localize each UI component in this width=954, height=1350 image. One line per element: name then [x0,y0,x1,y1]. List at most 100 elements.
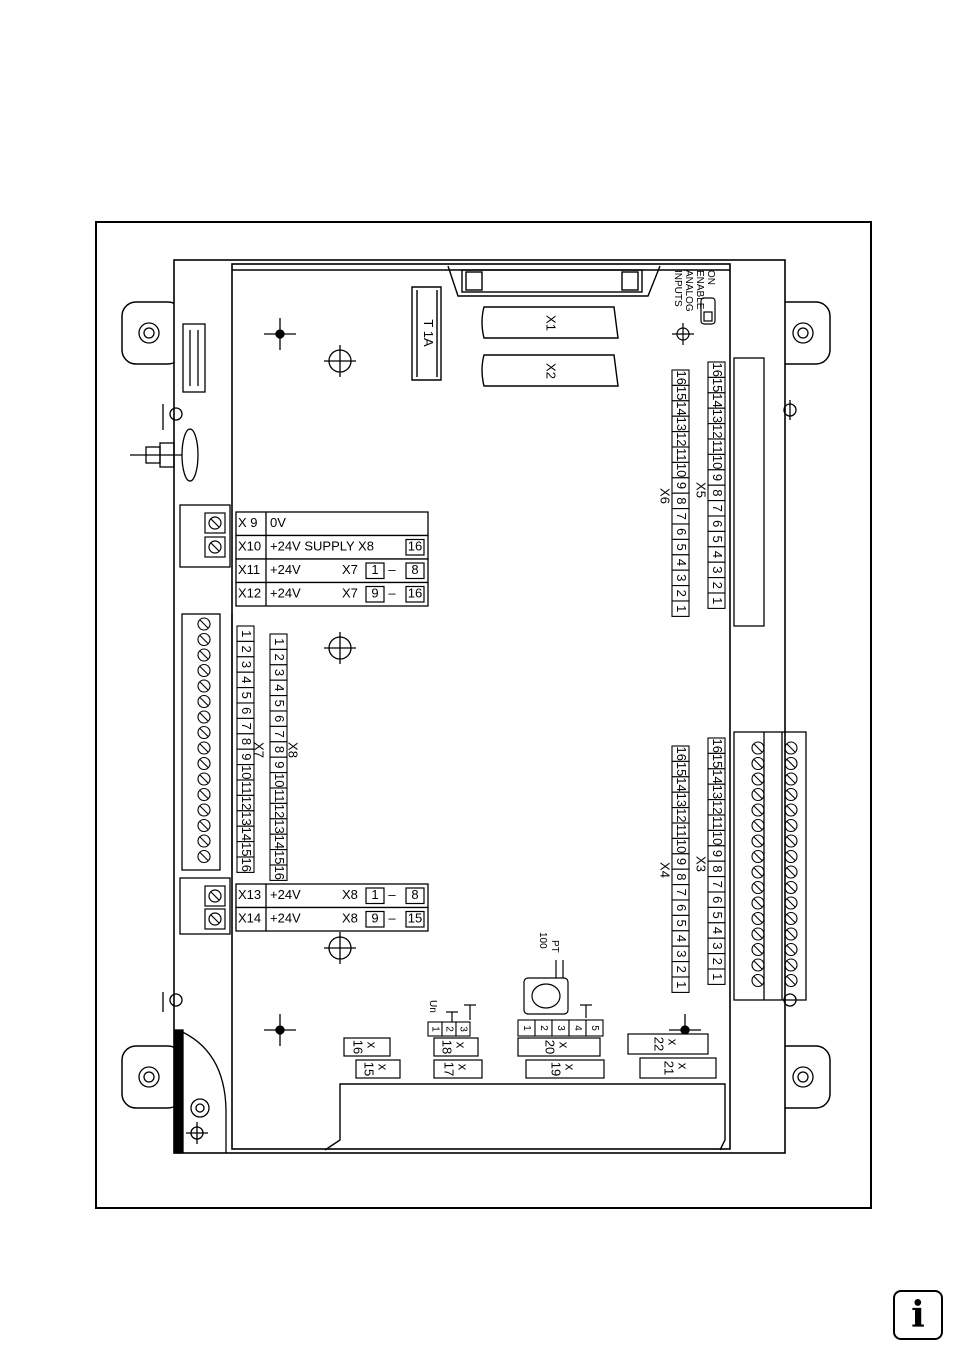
screw-slot [753,821,763,830]
x8-strip-number: 7 [272,730,287,737]
x3-strip-number: 7 [710,881,725,888]
switch-label-analog: ANALOG [683,270,694,312]
x6-strip-number: 14 [674,401,689,415]
x8-strip-number: 6 [272,715,287,722]
x4-strip-number: 14 [674,777,689,791]
connector-x15-prefix: x [376,1064,391,1071]
x7-strip-number: 10 [239,765,254,779]
x5-strip-number: 16 [710,362,725,376]
x5-strip-number: 1 [710,597,725,604]
screw-slot [786,960,796,970]
screw-terminal [784,880,798,895]
x8-strip-number: 2 [272,653,287,660]
pin-from: 1 [371,887,378,902]
connector-x18-prefix: x [454,1042,469,1049]
x8-strip-number: 9 [272,761,287,768]
x5-strip-number: 3 [710,566,725,573]
un-label: Un [427,1000,438,1013]
x6-strip-number: 5 [674,543,689,550]
x3-strip-label: X3 [694,856,709,872]
dsub-x1-label: X1 [544,315,559,331]
x4-strip-number: 16 [674,746,689,760]
x8-strip-number: 8 [272,746,287,753]
screw-slot [753,867,763,877]
pin-box [405,562,425,580]
pt-value: 100 [537,932,548,949]
registration-marks [264,318,701,1046]
top-connector [411,265,661,381]
screw-slot [753,945,763,954]
range-dash: – [388,562,396,577]
pin-to: 8 [411,887,418,902]
screw-terminal [784,741,798,755]
supply-screw-terminals-top [204,512,226,930]
screw-slot [199,805,209,815]
screw-slot [786,743,796,753]
screw-terminal [784,818,798,833]
connector-x17 [433,1059,483,1079]
x6-strip-number: 16 [674,370,689,384]
x3-strip-cell [707,968,726,985]
x6-strip-number: 13 [674,417,689,431]
pin-box [405,887,425,905]
screw-slot [753,976,763,985]
screw-slot [199,774,209,784]
connector-x18-number: 18 [440,1040,455,1054]
x8-strip-number: 3 [272,669,287,676]
connector-x20-prefix: x [557,1042,572,1049]
pin-to: 16 [408,586,422,601]
diagram-frame [95,221,872,1209]
x8-strip-number: 16 [272,865,287,879]
x7-strip-number: 4 [239,676,254,683]
x3-strip-number: 2 [710,958,725,965]
supply-row [235,883,429,909]
screw-terminal [197,710,211,724]
x5-strip-number: 4 [710,551,725,558]
screw-terminal [784,911,798,926]
screw-terminal [197,694,211,709]
connector-x19-number: 19 [549,1062,564,1076]
screw-slot [199,697,209,706]
x6-strip-number: 3 [674,574,689,581]
screw-slot [786,821,796,830]
screw-slot [199,759,209,768]
connector-x21-number: 21 [662,1061,677,1075]
x20-pin-number: 1 [521,1025,532,1031]
screw-slot [753,883,763,892]
supply-text: +24V [270,586,301,601]
x7-strip-number: 15 [239,842,254,856]
supply-text: +24V [270,911,301,926]
screw-terminal [197,617,211,631]
screw-slot [786,914,796,923]
supply-text: 0V [270,515,286,530]
screw-terminal [784,942,798,957]
pin-box [405,585,425,603]
screw-terminal [784,756,798,771]
supply-row [235,581,429,607]
x8-strip-number: 14 [272,835,287,849]
x6-strip-number: 1 [674,605,689,612]
screw-terminal [784,834,798,848]
fuse-label: T 1A [421,319,436,347]
x7-strip-number: 13 [239,811,254,825]
screw-slot [199,852,209,861]
screw-terminal [197,679,211,693]
x7-strip-number: 5 [239,692,254,699]
pin-box-number: 16 [408,539,422,554]
x5-strip-number: 6 [710,520,725,527]
pin-box [365,910,385,928]
x20-pin [585,1019,604,1037]
screw-terminal [784,787,798,802]
x5-strip-number: 12 [710,424,725,438]
left-edge-parts [130,323,233,1154]
x7-strip-number: 8 [239,738,254,745]
supply-text: +24V [270,887,301,902]
x3-strip-number: 5 [710,911,725,918]
x5-strip-number: 9 [710,474,725,481]
x3-strip-number: 16 [710,738,725,752]
connector-x20 [517,1037,601,1057]
supply-row [235,906,429,932]
